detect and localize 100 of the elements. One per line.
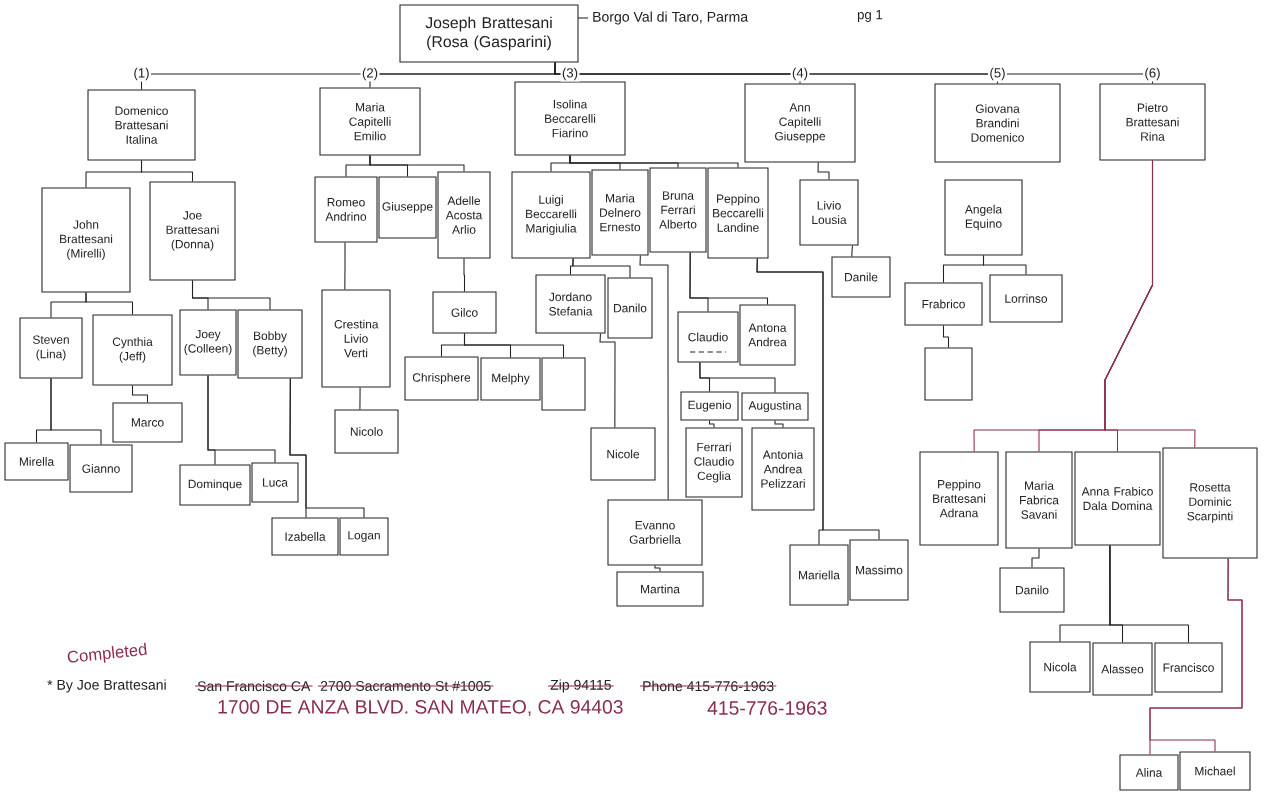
name-box: Domenico Brattesani Italina [87, 89, 196, 161]
name-box: Bobby (Betty) [237, 309, 303, 379]
name-box: Claudio [677, 311, 739, 363]
name-box: Joe Brattesani (Donna) [149, 181, 236, 281]
empty-box [541, 357, 586, 411]
name-box: Evanno Garbriella [607, 499, 703, 566]
page-number: pg 1 [857, 10, 883, 22]
name-box: Augustina [741, 392, 809, 421]
name-box: Frabrico [904, 282, 983, 326]
name-box: Massimo [849, 539, 909, 601]
name-box: Cynthia (Jeff) [92, 314, 173, 386]
name-box: Danile [831, 256, 891, 298]
tree-line [639, 255, 669, 500]
name-box: Antonia Andrea Pelizzari [751, 427, 815, 511]
name-box: Jordano Stefania [535, 274, 606, 334]
struck-text: Zip 94115 [547, 679, 615, 693]
name-box: Chrisphere [404, 356, 479, 401]
name-box: Maria Capitelli Emilio [319, 87, 421, 156]
struck-text: 2700 Sacramento St #1005 [317, 681, 494, 691]
tree-line [1104, 160, 1196, 448]
author-note: * By Joe Brattesani [47, 679, 166, 693]
name-box: Peppino Beccarelli Landine [707, 167, 769, 259]
tree-line [942, 325, 950, 348]
name-box: Adelle Acosta Arlio [437, 171, 491, 259]
name-box: Joey (Colleen) [179, 309, 237, 376]
name-box: Rosetta Dominic Scarpinti [1162, 447, 1258, 559]
tree-line [85, 292, 134, 315]
tree-line [141, 160, 194, 182]
tree-line [572, 258, 631, 278]
branch-number: (1) [132, 66, 151, 82]
tree-line [131, 385, 149, 403]
tree-line [599, 333, 616, 428]
name-box: Martina [616, 571, 704, 607]
name-box: Crestina Livio Verti [321, 289, 391, 388]
tree-line [569, 155, 739, 168]
tree-line [654, 565, 661, 572]
name-box: Gianno [69, 444, 133, 493]
address-text: 415-776-1963 [707, 701, 827, 715]
tree-line [554, 62, 1154, 84]
name-box: Mariella [789, 544, 849, 606]
place-label: Borgo Val di Taro, Parma [577, 11, 749, 25]
tree-line [774, 420, 784, 428]
name-box: Joseph Brattesani (Rosa (Gasparini) [399, 4, 579, 63]
tree-line [708, 420, 715, 428]
tree-line [756, 258, 880, 540]
name-box: Michael [1179, 751, 1251, 791]
name-box: Francisco [1154, 642, 1223, 693]
tree-line [699, 362, 776, 393]
name-box: Dominque [179, 464, 251, 506]
branch-number: (6) [1143, 66, 1162, 82]
name-box: Antona Andrea [739, 304, 796, 366]
tree-line [463, 333, 565, 358]
branch-number: (3) [560, 66, 580, 82]
name-box: Pietro Brattesani Rina [1099, 83, 1206, 161]
tree-line [463, 258, 466, 292]
name-box: Angela Equino [944, 179, 1023, 256]
tree-line [344, 242, 346, 290]
name-box: Bruna Ferrari Alberto [649, 167, 707, 253]
tree-line [207, 375, 276, 463]
struck-text: San Francisco CA [194, 680, 314, 692]
name-box: Logan [339, 517, 389, 556]
name-box: Steven (Lina) [19, 317, 83, 379]
name-box: Melphy [480, 357, 541, 401]
name-box: Nicole [590, 427, 656, 481]
name-box: Nicola [1029, 641, 1091, 693]
struck-text: Phone 415-776-1963 [639, 680, 777, 692]
name-box: Ann Capitelli Giuseppe [744, 83, 856, 163]
branch-number: (4) [790, 66, 810, 82]
name-box: Maria Fabrica Savani [1005, 451, 1073, 549]
tree-line [1109, 545, 1190, 643]
name-box: Gilco [432, 291, 497, 334]
name-box: Luca [251, 462, 299, 503]
branch-number: (2) [360, 66, 380, 82]
name-box: Alasseo [1092, 642, 1153, 696]
tree-line [982, 255, 1027, 275]
tree-line [1031, 548, 1040, 568]
address-text: 1700 DE ANZA BLVD. SAN MATEO, CA 94403 [218, 700, 623, 716]
tree-line [192, 280, 271, 310]
name-box: Romeo Andrino [314, 176, 378, 243]
name-box: Giuseppe [378, 176, 437, 239]
name-box: Peppino Brattesani Adrana [919, 451, 999, 546]
branch-number: (5) [988, 66, 1007, 82]
tree-line [369, 155, 465, 172]
name-box: John Brattesani (Mirelli) [41, 187, 131, 293]
name-box: Maria Delnero Ernesto [591, 169, 649, 256]
name-box: Lorrinso [989, 274, 1063, 323]
tree-line [289, 378, 365, 518]
name-box: Luigi Beccarelli Marigiulia [511, 171, 591, 259]
name-box: Alina [1119, 754, 1179, 791]
tree-line [689, 252, 769, 305]
tree-line [359, 387, 361, 410]
name-box: Danilo [999, 567, 1065, 613]
name-box: Giovana Brandini Domenico [934, 83, 1061, 163]
name-box: Anna Frabico Dala Domina [1074, 451, 1161, 546]
name-box: Izabella [271, 517, 339, 556]
name-box: Isolina Beccarelli Fiarino [514, 81, 626, 156]
name-box: Mirella [4, 442, 69, 481]
name-box: Marco [112, 402, 183, 443]
name-box: Ferrari Claudio Ceglia [685, 427, 743, 498]
name-box: Danilo [607, 277, 653, 339]
